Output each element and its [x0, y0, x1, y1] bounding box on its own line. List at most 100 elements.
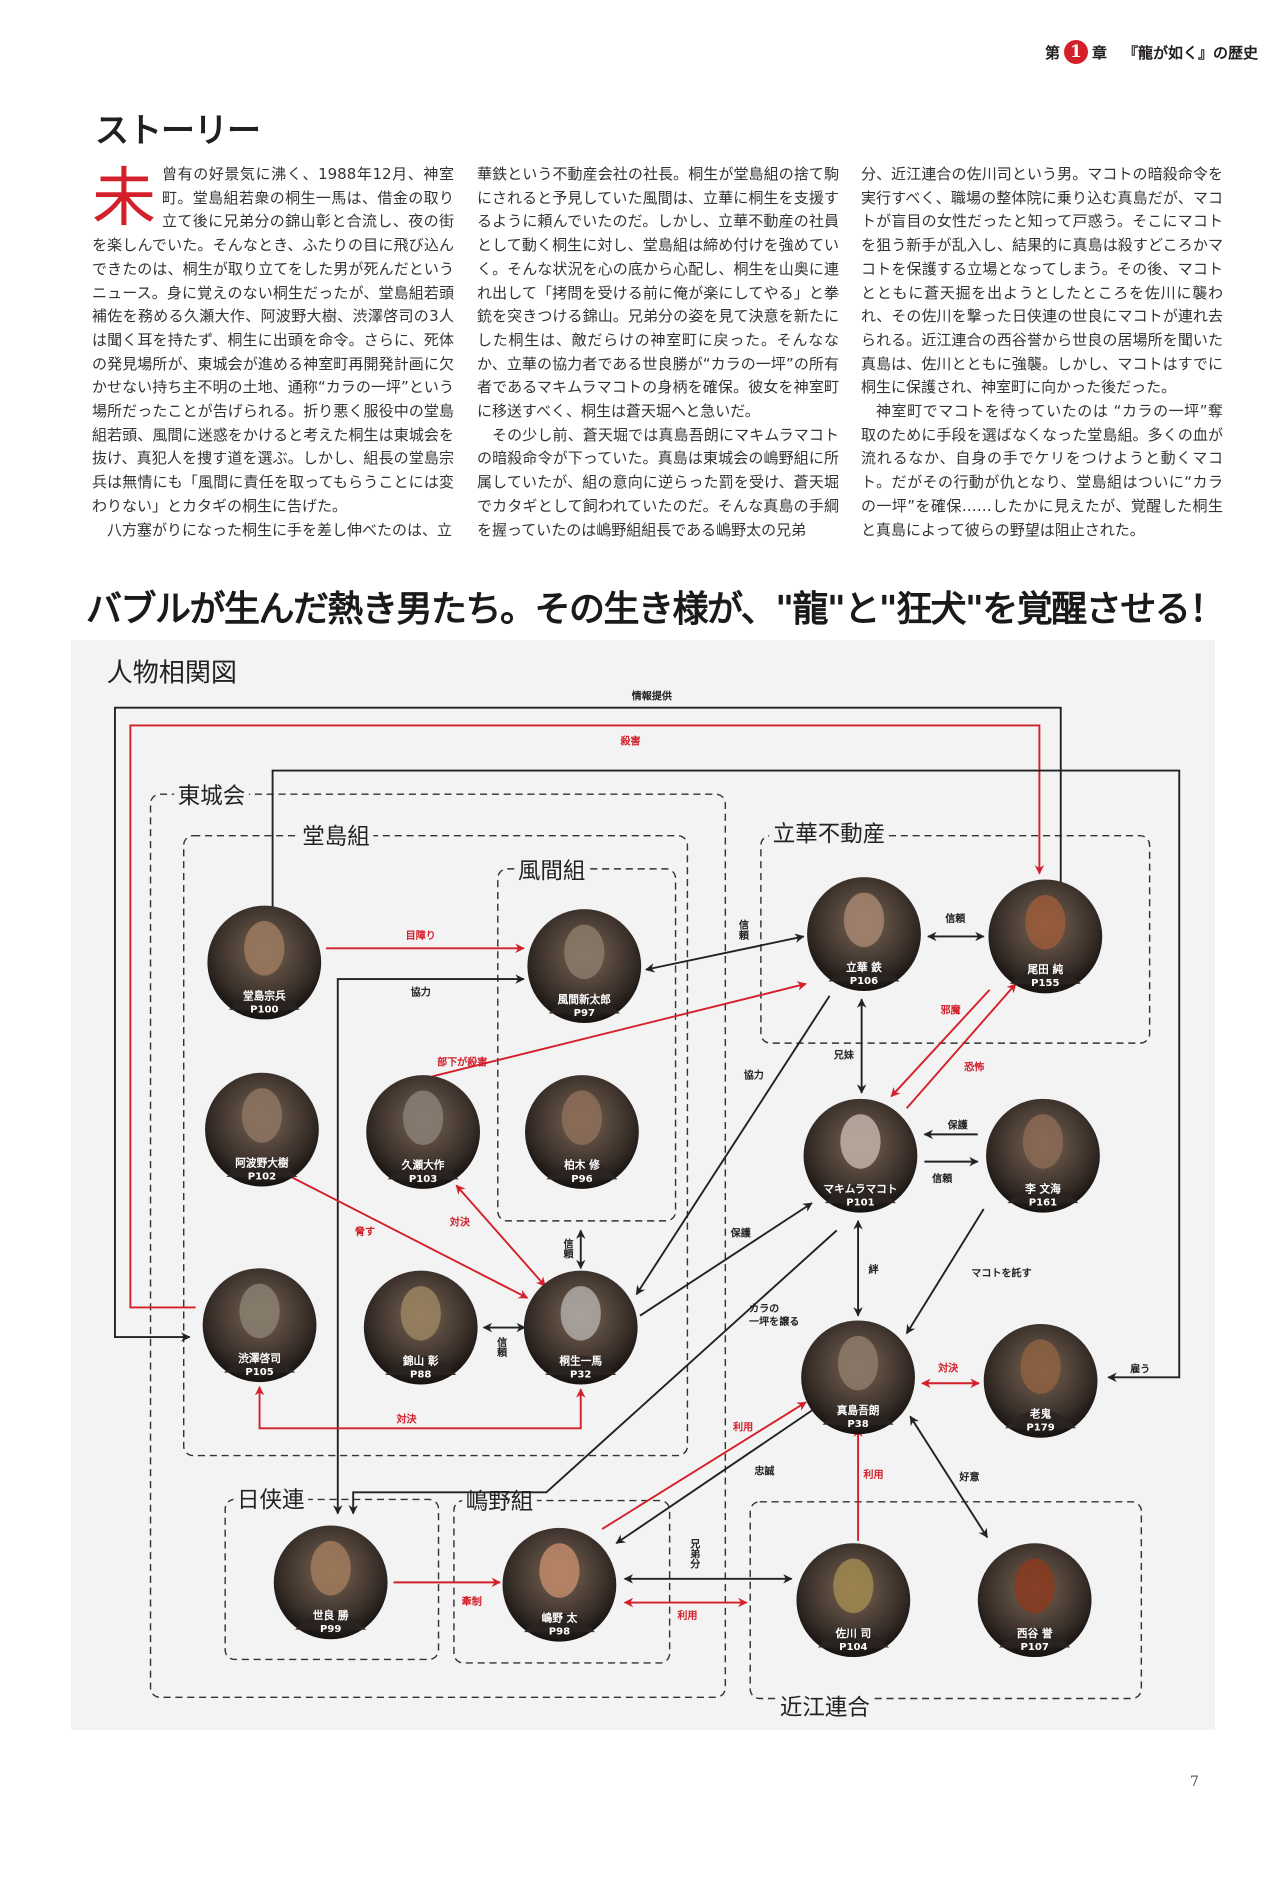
relation-label: カラの一坪を譲る: [749, 1303, 799, 1328]
page-number: 7: [1190, 1774, 1199, 1790]
relation-arrow: [432, 981, 807, 1078]
character-name: 渋澤啓司: [238, 1352, 281, 1365]
relation-arrow: [114, 706, 1062, 1342]
chapter-suffix: 章: [1091, 43, 1107, 62]
character-name: 嶋野 太: [542, 1611, 578, 1624]
portrait-shoulders: [546, 1160, 618, 1180]
portrait-shoulders: [999, 1628, 1071, 1648]
character-name: 阿波野大樹: [235, 1156, 289, 1169]
character-page: P97: [574, 1008, 595, 1019]
portrait-face: [833, 1558, 874, 1614]
portrait-face: [239, 1283, 280, 1339]
character-node[interactable]: 真島吾朗 P38: [801, 1320, 915, 1435]
group-label: 堂島組: [302, 824, 370, 850]
group-box: [149, 793, 727, 1699]
character-name: 風間新太郎: [558, 993, 612, 1006]
relation-label: 雇う: [1130, 1363, 1150, 1376]
portrait-shoulders: [226, 1158, 298, 1178]
character-node[interactable]: 尾田 純 P155: [988, 879, 1103, 994]
character-page: P161: [1029, 1197, 1057, 1208]
portrait-face: [1014, 1558, 1055, 1614]
relation-label: 利用: [863, 1468, 883, 1481]
relation-arrow: [635, 995, 831, 1296]
portrait-shoulders: [1005, 1409, 1077, 1429]
character-page: P102: [248, 1171, 276, 1182]
group-label-bg: [174, 782, 249, 811]
character-node[interactable]: 柏木 修 P96: [525, 1075, 639, 1189]
group-label: 日侠連: [237, 1488, 305, 1514]
portrait-shoulders: [523, 1613, 595, 1633]
story-column-3: 分、近江連合の佐川司という男。マコトの暗殺命令を実行すべく、職場の整体院に乗り込…: [861, 163, 1223, 542]
relation-label: 好意: [958, 1470, 979, 1483]
portrait-face: [840, 1114, 881, 1169]
story-paragraph: 分、近江連合の佐川司という男。マコトの暗殺命令を実行すべく、職場の整体院に乗り込…: [861, 165, 1223, 397]
relation-label: 対決: [937, 1361, 959, 1374]
relation-label: 協力: [411, 986, 431, 999]
relation-label: 信頼: [945, 912, 966, 925]
relation-label: 脅す: [354, 1225, 375, 1238]
relation-arrow: [905, 1208, 985, 1335]
relation-label: 恐怖: [964, 1060, 984, 1073]
character-name: 李 文海: [1024, 1182, 1061, 1195]
character-page: P88: [410, 1369, 431, 1380]
character-node[interactable]: 錦山 彰 P88: [363, 1270, 478, 1385]
portrait-shoulders: [1009, 964, 1081, 984]
character-name: 錦山 彰: [402, 1354, 439, 1367]
relation-arrow: [455, 1184, 546, 1287]
story-paragraph: 八方塞がりになった桐生に手を差し伸べたのは、立: [107, 520, 453, 539]
story-column-2: 華鉄という不動産会社の社長。桐生が堂島組の捨て駒にされると予見していた風間は、立…: [477, 163, 839, 542]
character-node[interactable]: 堂島宗兵 P100: [207, 905, 322, 1020]
relation-label: 保護: [730, 1226, 752, 1239]
character-page: P155: [1031, 978, 1059, 989]
character-name: 柏木 修: [564, 1159, 600, 1172]
group-label-bg: [769, 820, 889, 849]
character-page: P96: [571, 1174, 592, 1185]
character-page: P106: [850, 976, 878, 987]
character-node[interactable]: 阿波野大樹 P102: [205, 1072, 319, 1187]
portrait-face: [539, 1543, 580, 1598]
portrait-face: [1022, 1114, 1064, 1169]
portrait-shoulders: [387, 1160, 459, 1180]
chapter-prefix: 第: [1044, 43, 1060, 62]
character-name: 世良 勝: [313, 1609, 349, 1622]
portrait-face: [564, 924, 605, 980]
relation-label: 協力: [744, 1069, 764, 1082]
character-name: 尾田 純: [1027, 963, 1063, 976]
character-page: P38: [847, 1419, 868, 1430]
chart-title: 人物相関図: [107, 659, 237, 689]
portrait-face: [400, 1286, 441, 1341]
relation-label: 兄弟分: [688, 1538, 701, 1569]
chapter-number-badge: 1: [1063, 40, 1088, 64]
character-node[interactable]: 風間新太郎 P97: [527, 909, 642, 1023]
character-name: 堂島宗兵: [243, 989, 286, 1002]
relation-arrow: [254, 1385, 586, 1430]
character-node[interactable]: 李 文海 P161: [986, 1098, 1100, 1213]
portrait-face: [1020, 1339, 1061, 1394]
group-label: 立華不動産: [773, 822, 886, 848]
character-name: 真島吾朗: [837, 1404, 880, 1417]
relation-label: 情報提供: [632, 689, 672, 702]
character-page: P104: [839, 1642, 867, 1653]
portrait-shoulders: [817, 1628, 889, 1648]
character-page: P32: [570, 1369, 591, 1380]
relation-label: 邪魔: [939, 1003, 961, 1016]
relation-arrow: [615, 1409, 813, 1545]
group-box: [224, 1498, 440, 1661]
relation-arrow: [129, 724, 1045, 1309]
character-page: P100: [250, 1004, 278, 1015]
group-label-bg: [298, 822, 374, 852]
character-name: 老鬼: [1029, 1408, 1052, 1421]
chapter-title: 『龍が如く』の歴史: [1122, 43, 1258, 62]
portrait-shoulders: [385, 1356, 457, 1375]
